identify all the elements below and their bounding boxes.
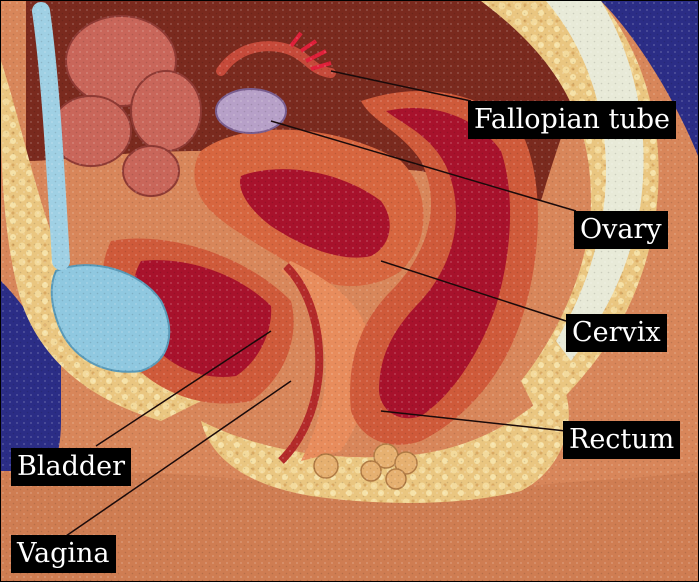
label-rectum: Rectum [563, 421, 680, 459]
label-ovary: Ovary [574, 211, 668, 249]
label-fallopian-tube: Fallopian tube [468, 101, 676, 139]
label-bladder: Bladder [11, 448, 131, 486]
label-vagina: Vagina [11, 535, 116, 573]
label-cervix: Cervix [566, 314, 667, 352]
